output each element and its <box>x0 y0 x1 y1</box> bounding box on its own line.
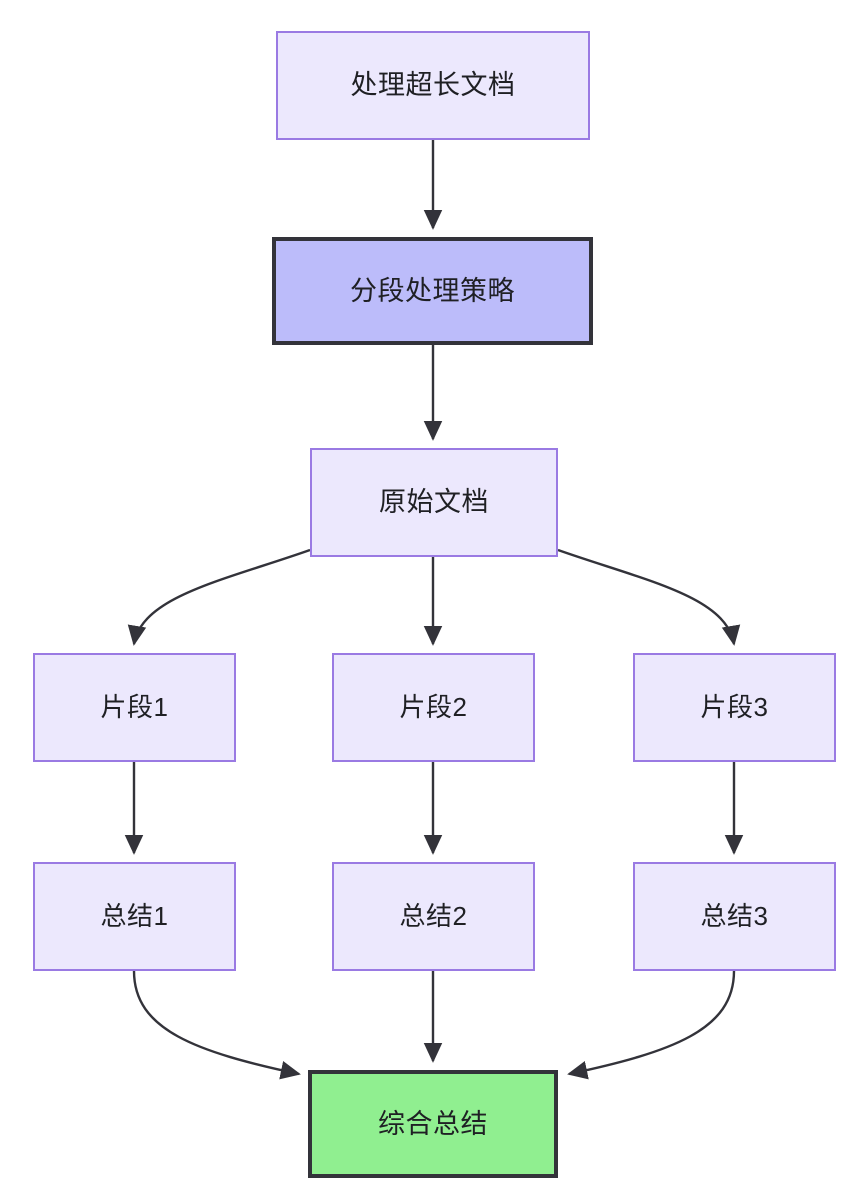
node-label: 处理超长文档 <box>350 70 516 101</box>
node-chunking-strategy[interactable]: 分段处理策略 <box>272 237 593 345</box>
edge-n9-n10 <box>567 970 736 1080</box>
node-summary-2[interactable]: 总结2 <box>332 862 535 971</box>
node-label: 片段3 <box>700 691 769 722</box>
node-label: 总结3 <box>700 900 769 931</box>
node-label: 原始文档 <box>379 487 489 518</box>
edge-n3-n6 <box>557 548 741 646</box>
edge-n3-n4 <box>127 548 311 646</box>
node-label: 片段1 <box>100 691 169 722</box>
node-summary-3[interactable]: 总结3 <box>633 862 836 971</box>
node-label: 总结1 <box>100 900 169 931</box>
node-original-document[interactable]: 原始文档 <box>310 448 558 557</box>
node-fragment-3[interactable]: 片段3 <box>633 653 836 762</box>
node-fragment-1[interactable]: 片段1 <box>33 653 236 762</box>
edge-n7-n10 <box>132 970 301 1080</box>
node-summary-1[interactable]: 总结1 <box>33 862 236 971</box>
node-label: 分段处理策略 <box>350 275 515 306</box>
node-final-summary[interactable]: 综合总结 <box>308 1070 558 1178</box>
node-label: 综合总结 <box>378 1108 488 1139</box>
node-label: 总结2 <box>399 900 468 931</box>
node-label: 片段2 <box>399 691 468 722</box>
node-fragment-2[interactable]: 片段2 <box>332 653 535 762</box>
node-process-long-document[interactable]: 处理超长文档 <box>276 31 590 140</box>
